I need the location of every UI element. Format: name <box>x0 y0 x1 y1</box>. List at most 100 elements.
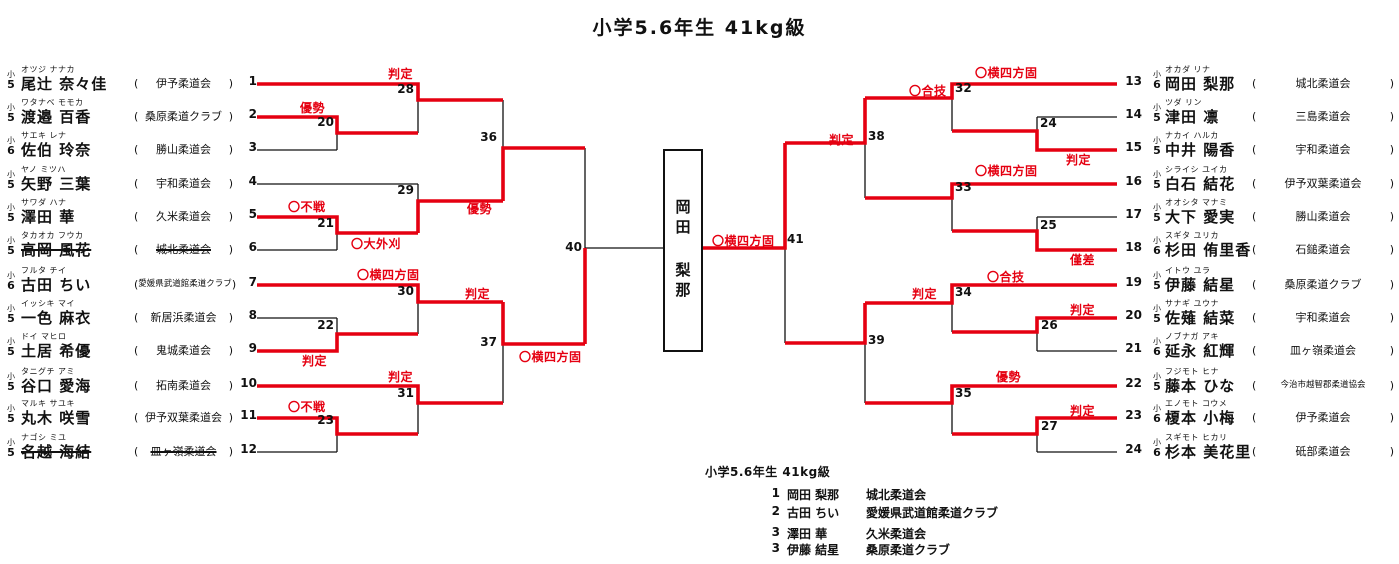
match-number-36: 36 <box>480 130 497 144</box>
page-title: 小学5.6年生 41kg級 <box>592 17 807 39</box>
entry-name: 名越 海結 <box>21 443 92 461</box>
entry-kana: タカオカ フウカ <box>21 231 84 240</box>
entry-name: 大下 愛実 <box>1165 208 1236 226</box>
entry-kana: ノブナガ アキ <box>1165 332 1220 341</box>
match-number-21: 21 <box>317 216 334 230</box>
technique-label-m26: 判定 <box>1070 303 1096 317</box>
entry-kana: オツジ ナナカ <box>21 65 76 74</box>
entry-seed: 6 <box>248 240 257 254</box>
entry-club: 愛媛県武道館柔道クラブ <box>134 279 233 291</box>
match-number-25: 25 <box>1040 218 1057 232</box>
technique-label-m30: 〇横四方固 <box>357 268 420 282</box>
entry-seed: 21 <box>1125 341 1142 355</box>
technique-label-m35: 優勢 <box>996 370 1022 384</box>
entry-name: 澤田 華 <box>21 208 76 226</box>
entry-seed: 19 <box>1125 275 1142 289</box>
entry-name: 杉田 侑里香 <box>1165 241 1252 259</box>
match-number-34: 34 <box>955 285 972 299</box>
match-number-37: 37 <box>480 335 497 349</box>
entry-row-22: 22 小5 フジモト ヒナ 藤本 ひな 今治市越智郡柔道協会 <box>1122 366 1395 400</box>
match-number-31: 31 <box>397 386 414 400</box>
entry-row-17: 17 小5 オオシタ マナミ 大下 愛実 勝山柔道会 <box>1122 197 1395 231</box>
technique-label-final: 〇横四方固 <box>712 234 775 248</box>
entry-club: 城北柔道会 <box>134 243 233 256</box>
entry-row-14: 14 小5 ツダ リン 津田 凛 三島柔道会 <box>1122 97 1395 131</box>
entry-club: 伊予柔道会 <box>134 77 233 90</box>
match-number-41: 41 <box>787 232 804 246</box>
results-heading: 小学5.6年生 41kg級 <box>705 465 831 479</box>
entry-kana: フジモト ヒナ <box>1165 367 1220 376</box>
entry-club: 勝山柔道会 <box>134 143 233 156</box>
entry-row-12: 小5 ナゴシ ミユ 名越 海結 皿ヶ嶺柔道会 12 <box>4 432 257 466</box>
result-club: 愛媛県武道館柔道クラブ <box>866 506 999 520</box>
technique-label-m34: 〇合技 <box>987 270 1025 284</box>
technique-label-m22: 判定 <box>302 354 328 368</box>
entry-kana: ナゴシ ミユ <box>21 433 67 442</box>
entry-row-1: 小5 オツジ ナナカ 尾辻 奈々佳 伊予柔道会 1 <box>4 64 257 98</box>
entry-row-20: 20 小5 サナギ ユウナ 佐薙 結菜 宇和柔道会 <box>1122 298 1395 332</box>
entry-name: 土居 希優 <box>21 342 92 360</box>
entry-row-2: 小5 ワタナベ モモカ 渡邉 百香 桑原柔道クラブ 2 <box>4 97 257 131</box>
entry-kana: ワタナベ モモカ <box>21 98 84 107</box>
technique-label-m24: 判定 <box>1066 153 1092 167</box>
entry-name: 丸木 咲雪 <box>21 409 92 427</box>
entry-seed: 13 <box>1125 74 1142 88</box>
entry-club: 伊予双葉柔道会 <box>134 411 233 424</box>
technique-label-m29: 〇大外刈 <box>351 237 402 251</box>
entry-club: 伊予柔道会 <box>1252 411 1394 424</box>
entry-name: 矢野 三葉 <box>21 175 92 193</box>
technique-label-m41: 判定 <box>829 133 855 147</box>
entry-name: 谷口 愛海 <box>21 377 92 395</box>
result-name: 岡田 梨那 <box>787 488 840 502</box>
entry-kana: サナギ ユウナ <box>1165 299 1220 308</box>
entry-name: 中井 陽香 <box>1165 141 1236 159</box>
entry-club: 拓南柔道会 <box>134 379 233 392</box>
entry-kana: ドイ マヒロ <box>21 332 67 341</box>
match-number-32: 32 <box>955 81 972 95</box>
result-club: 桑原柔道クラブ <box>866 543 951 557</box>
match-number-39: 39 <box>868 333 885 347</box>
entry-row-11: 小5 マルキ サユキ 丸木 咲雪 伊予双葉柔道会 11 <box>4 398 257 432</box>
entry-kana: タニグチ アミ <box>21 367 75 376</box>
entry-club: 新居浜柔道会 <box>134 311 233 324</box>
entry-seed: 1 <box>248 74 257 88</box>
match-number-28: 28 <box>397 82 414 96</box>
entry-kana: サワダ ハナ <box>21 198 67 207</box>
match-number-26: 26 <box>1041 318 1058 332</box>
entry-name: 白石 結花 <box>1165 175 1236 193</box>
entry-kana: オカダ リナ <box>1165 65 1211 74</box>
entry-row-13: 13 小6 オカダ リナ 岡田 梨那 城北柔道会 <box>1122 64 1395 98</box>
entry-seed: 23 <box>1125 408 1142 422</box>
entry-club: 砥部柔道会 <box>1252 445 1394 458</box>
entry-club: 勝山柔道会 <box>1252 210 1394 223</box>
technique-label-m38: 〇合技 <box>909 84 947 98</box>
entry-club: 桑原柔道クラブ <box>1252 278 1394 291</box>
entry-club: 鬼城柔道会 <box>134 344 233 357</box>
entry-kana: サエキ レナ <box>21 131 67 140</box>
match-number-20: 20 <box>317 115 334 129</box>
entry-row-21: 21 小6 ノブナガ アキ 延永 紅輝 皿ヶ嶺柔道会 <box>1122 331 1395 365</box>
match-number-35: 35 <box>955 386 972 400</box>
entry-seed: 16 <box>1125 174 1142 188</box>
technique-label-m23: 〇不戦 <box>288 400 326 414</box>
technique-label-m39: 判定 <box>912 287 938 301</box>
entry-seed: 11 <box>240 408 257 422</box>
entry-kana: フルタ チイ <box>21 266 67 275</box>
entry-club: 宇和柔道会 <box>1252 143 1394 156</box>
